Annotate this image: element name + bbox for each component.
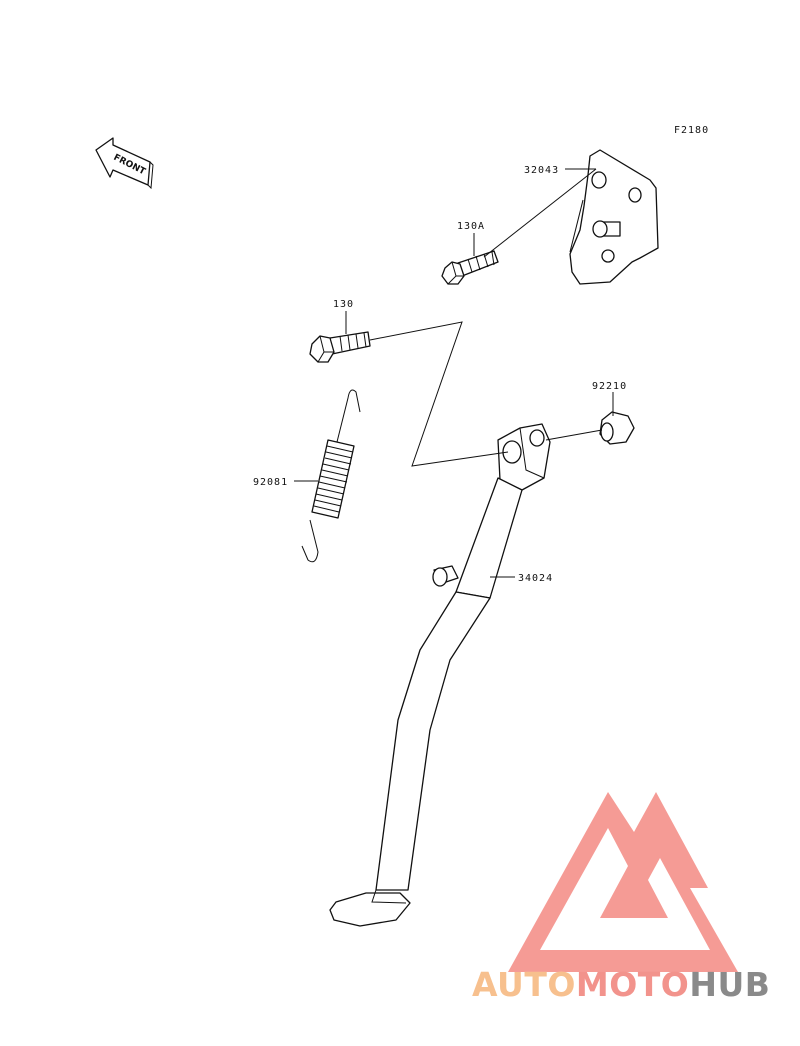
watermark-auto: AUTO xyxy=(472,965,576,1004)
bracket-part xyxy=(569,149,659,285)
part-label-92210: 92210 xyxy=(592,381,627,392)
part-label-34024: 34024 xyxy=(518,573,553,584)
bolt-130-part xyxy=(309,331,371,363)
watermark-text: AUTOMOTOHUB xyxy=(472,965,770,1004)
part-label-32043: 32043 xyxy=(524,165,559,176)
spring-92081-part xyxy=(301,389,361,563)
watermark-moto: MOTO xyxy=(576,965,689,1004)
part-label-130: 130 xyxy=(333,299,354,310)
automotohub-logo xyxy=(508,792,738,972)
watermark-hub: HUB xyxy=(689,965,770,1004)
part-label-92081: 92081 xyxy=(253,477,288,488)
bolt-130a-part xyxy=(441,250,499,285)
leader-lines xyxy=(294,168,614,578)
nut-92210-part xyxy=(599,411,635,445)
part-label-130a: 130A xyxy=(457,221,485,232)
front-arrow-icon: FRONT xyxy=(95,137,154,190)
figure-code: F2180 xyxy=(674,125,709,136)
side-stand-part xyxy=(329,423,551,927)
